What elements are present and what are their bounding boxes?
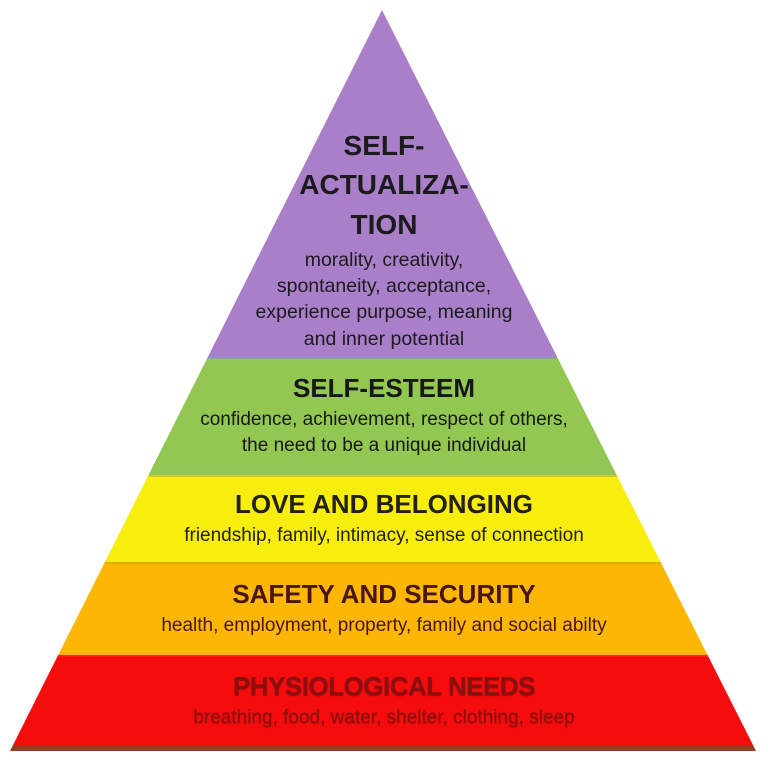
band-safety-and-security (10, 562, 756, 655)
band-self-actualization (10, 10, 756, 357)
band-physiological-needs (10, 655, 756, 751)
band-self-esteem (10, 357, 756, 475)
band-love-and-belonging (10, 475, 756, 562)
